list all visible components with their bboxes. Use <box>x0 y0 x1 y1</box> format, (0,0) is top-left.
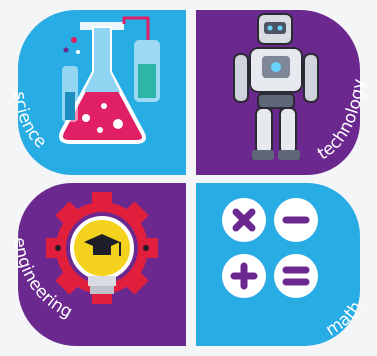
math-operators-icon <box>222 198 318 298</box>
math-quadrant: math <box>196 183 366 346</box>
technology-quadrant: technology <box>196 10 370 175</box>
lab-flasks-icon <box>59 16 160 144</box>
science-quadrant: science <box>9 10 186 175</box>
robot-icon <box>233 13 319 160</box>
gear-lightbulb-graduation-cap-icon <box>46 192 158 304</box>
engineering-quadrant: engineering <box>9 183 186 346</box>
